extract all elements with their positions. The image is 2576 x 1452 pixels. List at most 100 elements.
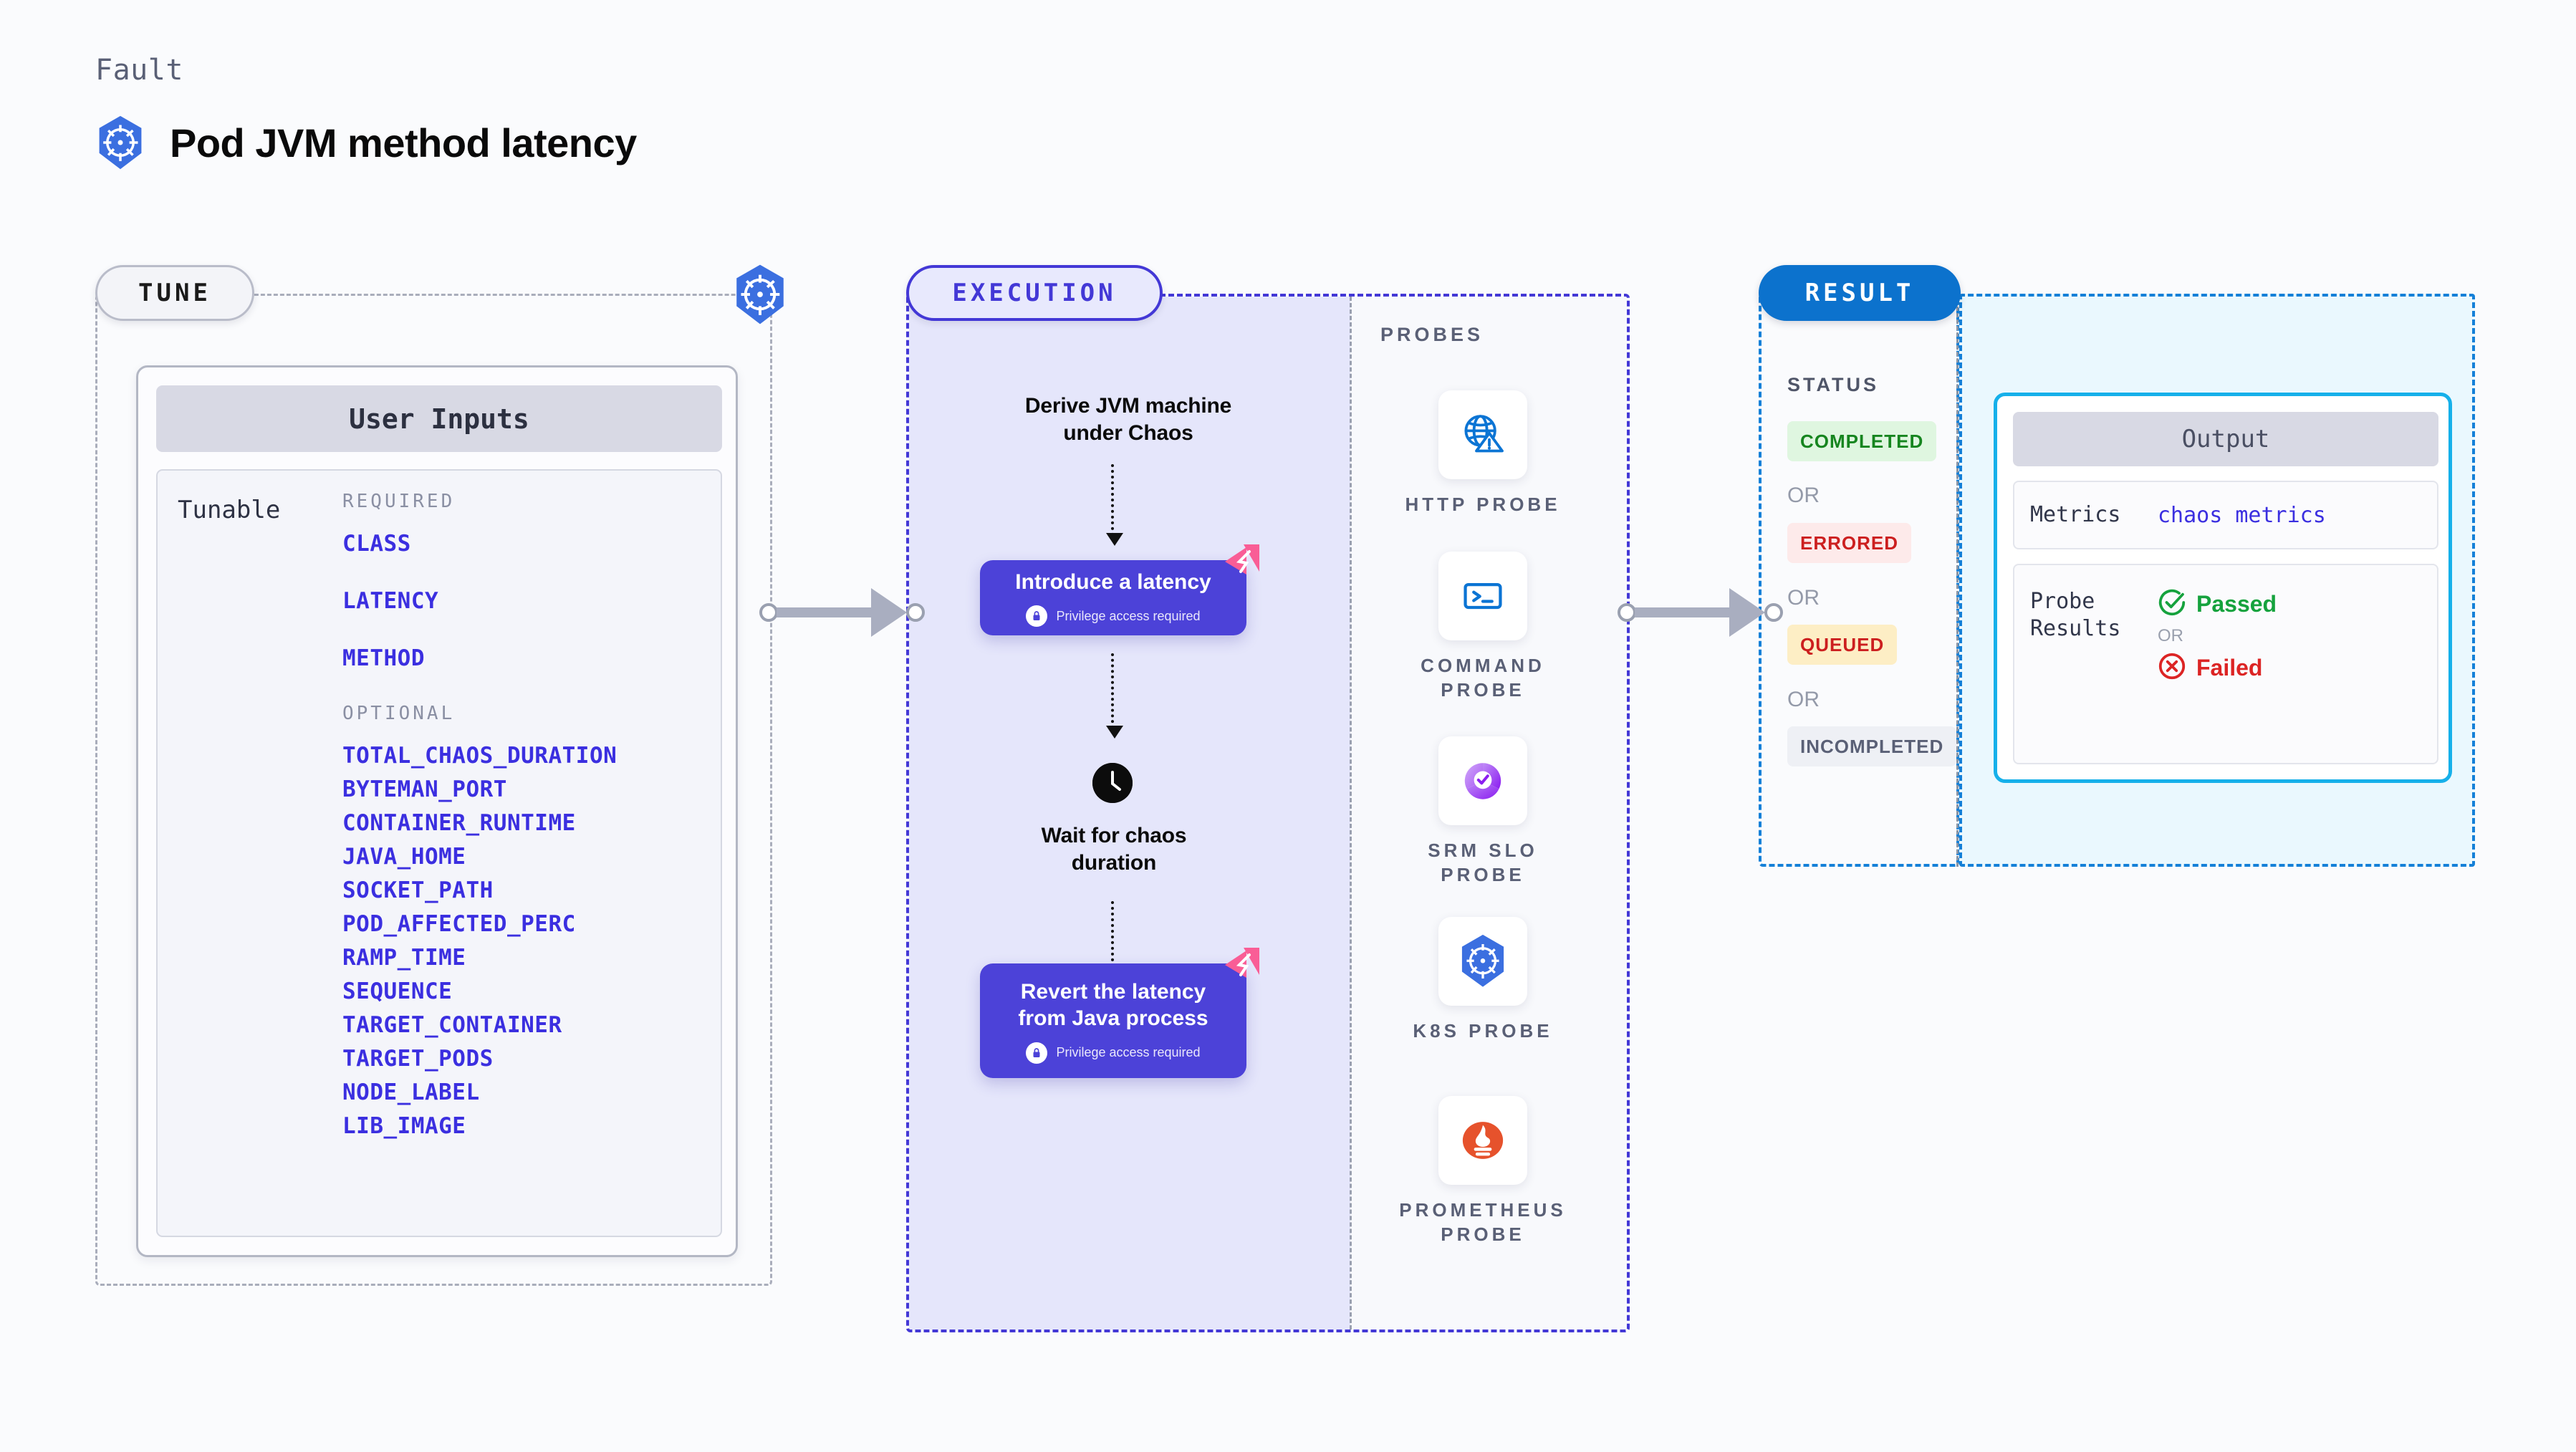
optional-group-label: OPTIONAL xyxy=(342,703,456,724)
parameter-column: REQUIRED CLASS LATENCY METHOD OPTIONAL T… xyxy=(342,491,715,1147)
kubernetes-icon xyxy=(732,264,788,325)
execution-action-introduce-latency[interactable]: Introduce a latency Privilege access req… xyxy=(980,544,1259,635)
execution-probes-divider xyxy=(1350,297,1352,1330)
page-title-row: Pod JVM method latency xyxy=(95,115,637,170)
required-param-list: CLASS LATENCY METHOD xyxy=(342,531,715,671)
page-eyebrow: Fault xyxy=(95,54,183,87)
param-item[interactable]: RAMP_TIME xyxy=(342,945,466,971)
param-item[interactable]: LATENCY xyxy=(342,588,439,614)
globe-warning-icon xyxy=(1438,390,1527,479)
output-probe-results-key-line1: Probe xyxy=(2030,589,2095,614)
execution-background xyxy=(909,297,1350,1330)
connector-dot xyxy=(759,603,778,622)
clock-icon xyxy=(1092,763,1133,803)
privilege-note: Privilege access required xyxy=(1026,605,1201,628)
flow-arrow xyxy=(1106,901,1123,983)
result-status-divider xyxy=(1956,294,1959,867)
action-title: Revert the latency from Java process xyxy=(1018,979,1208,1032)
param-item[interactable]: POD_AFFECTED_PERC xyxy=(342,911,576,937)
probe-results-values: Passed OR Failed xyxy=(2158,588,2277,684)
param-item[interactable]: SEQUENCE xyxy=(342,979,453,1004)
probes-label: PROBES xyxy=(1380,324,1484,345)
status-or-2: OR xyxy=(1787,586,1820,610)
probe-name-line1: K8S PROBE xyxy=(1413,1020,1553,1042)
param-item[interactable]: JAVA_HOME xyxy=(342,844,466,870)
action-title-line2: from Java process xyxy=(1018,1006,1208,1030)
connector-tune-to-execution xyxy=(759,587,925,638)
user-inputs-card: User Inputs Tunable REQUIRED CLASS LATEN… xyxy=(136,365,738,1257)
output-row-probe-results: Probe Results Passed OR xyxy=(2013,564,2438,764)
status-badge-text: QUEUED xyxy=(1800,633,1885,655)
connector-dot xyxy=(1764,603,1783,622)
lock-icon xyxy=(1026,1042,1048,1064)
prometheus-icon xyxy=(1438,1096,1527,1185)
privilege-note-text: Privilege access required xyxy=(1056,608,1201,623)
probe-result-passed-label: Passed xyxy=(2196,591,2277,617)
stage-pill-tune[interactable]: TUNE xyxy=(95,265,254,321)
probe-result-or: OR xyxy=(2158,626,2183,645)
status-badge-queued: QUEUED xyxy=(1787,625,1898,665)
execution-step-wait-line1: Wait for chaos xyxy=(1041,824,1187,847)
probe-result-passed: Passed xyxy=(2158,588,2277,620)
output-probe-results-key-line2: Results xyxy=(2030,616,2121,642)
status-badge-text: ERRORED xyxy=(1800,532,1899,554)
param-item[interactable]: NODE_LABEL xyxy=(342,1080,480,1105)
status-badge-incompleted: INCOMPLETED xyxy=(1787,726,1957,766)
probe-item-srm-slo[interactable]: SRM SLO PROBE xyxy=(1383,736,1583,888)
param-item[interactable]: TARGET_PODS xyxy=(342,1046,494,1072)
check-circle-icon xyxy=(2158,588,2186,620)
optional-param-list: TOTAL_CHAOS_DURATION BYTEMAN_PORT CONTAI… xyxy=(342,743,715,1139)
param-item[interactable]: TOTAL_CHAOS_DURATION xyxy=(342,743,617,769)
probe-result-failed-label: Failed xyxy=(2196,655,2263,681)
connector-arrowhead xyxy=(871,588,907,637)
user-inputs-title: User Inputs xyxy=(156,385,722,452)
probe-name-line2: PROBE xyxy=(1441,1223,1525,1246)
probe-name-line1: SRM SLO xyxy=(1428,840,1538,861)
result-region xyxy=(1759,294,1959,867)
output-probe-results-key: Probe Results xyxy=(2014,588,2158,643)
required-group-label: REQUIRED xyxy=(342,491,456,512)
lock-icon xyxy=(1026,605,1048,628)
param-item[interactable]: METHOD xyxy=(342,645,425,671)
probe-item-k8s[interactable]: K8S PROBE xyxy=(1383,917,1583,1043)
param-item[interactable]: SOCKET_PATH xyxy=(342,878,494,903)
connector-arrowhead xyxy=(1729,588,1765,637)
probe-name-line1: PROMETHEUS xyxy=(1399,1199,1567,1221)
execution-region xyxy=(906,294,1630,1332)
param-item[interactable]: BYTEMAN_PORT xyxy=(342,777,507,802)
status-badge-text: COMPLETED xyxy=(1800,430,1924,452)
execution-action-revert-latency[interactable]: Revert the latency from Java process Pri… xyxy=(980,948,1259,1078)
kubernetes-icon xyxy=(95,115,145,170)
param-item[interactable]: CONTAINER_RUNTIME xyxy=(342,810,576,836)
probe-item-prometheus[interactable]: PROMETHEUS PROBE xyxy=(1383,1096,1583,1247)
execution-step-derive-line2: under Chaos xyxy=(1063,421,1193,446)
param-item[interactable]: CLASS xyxy=(342,531,411,557)
litmus-chaos-icon xyxy=(1222,946,1262,986)
user-inputs-body: Tunable REQUIRED CLASS LATENCY METHOD OP… xyxy=(156,469,722,1237)
probe-name-line2: PROBE xyxy=(1441,864,1525,886)
stage-pill-execution[interactable]: EXECUTION xyxy=(906,265,1163,321)
probe-name: K8S PROBE xyxy=(1383,1019,1583,1043)
probe-name-line1: COMMAND xyxy=(1421,655,1545,676)
action-title: Introduce a latency xyxy=(1015,569,1211,594)
connector-execution-to-result xyxy=(1618,587,1783,638)
probe-name: HTTP PROBE xyxy=(1383,492,1583,516)
output-metrics-value[interactable]: chaos metrics xyxy=(2158,502,2326,528)
tune-region xyxy=(95,294,772,1286)
stage-pill-result[interactable]: RESULT xyxy=(1759,265,1961,321)
flow-arrow xyxy=(1106,653,1123,739)
probe-result-failed: Failed xyxy=(2158,652,2277,684)
param-item[interactable]: TARGET_CONTAINER xyxy=(342,1012,562,1038)
connector-dot xyxy=(906,603,925,622)
srm-slo-icon xyxy=(1438,736,1527,825)
probe-name: COMMAND PROBE xyxy=(1383,653,1583,703)
output-card: Output Metrics chaos metrics Probe Resul… xyxy=(1994,393,2452,783)
kubernetes-icon xyxy=(1438,917,1527,1006)
privilege-note-text: Privilege access required xyxy=(1056,1045,1201,1059)
param-item[interactable]: LIB_IMAGE xyxy=(342,1113,466,1139)
probe-item-http[interactable]: HTTP PROBE xyxy=(1383,390,1583,516)
output-title: Output xyxy=(2013,412,2438,466)
status-or-3: OR xyxy=(1787,688,1820,711)
probe-item-command[interactable]: COMMAND PROBE xyxy=(1383,552,1583,703)
execution-step-derive-line1: Derive JVM machine xyxy=(1024,394,1232,418)
